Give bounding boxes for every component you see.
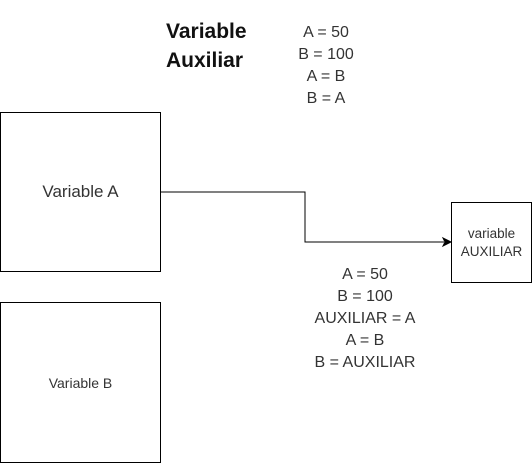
code-line: B = A xyxy=(306,90,346,107)
auxiliar-label-line-1: variable xyxy=(467,225,516,241)
code-line: A = 50 xyxy=(342,266,388,283)
code-line: B = 100 xyxy=(337,288,393,305)
code-line: B = 100 xyxy=(298,46,354,63)
title-line-1: Variable xyxy=(166,20,247,43)
code-line: B = AUXILIAR xyxy=(314,354,416,371)
code-line: A = 50 xyxy=(303,24,349,41)
variable-b-label: Variable B xyxy=(48,374,113,391)
code-line: AUXILIAR = A xyxy=(314,310,416,327)
diagram-title: Variable Auxiliar xyxy=(166,17,247,75)
variable-a-box: Variable A xyxy=(0,112,161,272)
arrowhead-icon xyxy=(441,236,453,248)
auxiliar-box: variable AUXILIAR xyxy=(451,202,532,283)
variable-a-label: Variable A xyxy=(42,182,119,201)
code-block-top: A = 50 B = 100 A = B B = A xyxy=(276,22,376,110)
code-line: A = B xyxy=(306,68,346,85)
code-line: A = B xyxy=(345,332,385,349)
auxiliar-label-line-2: AUXILIAR xyxy=(460,243,523,259)
connector-line xyxy=(161,191,444,243)
variable-b-box: Variable B xyxy=(0,302,161,463)
code-block-bottom: A = 50 B = 100 AUXILIAR = A A = B B = AU… xyxy=(290,264,440,374)
title-line-2: Auxiliar xyxy=(166,49,244,72)
